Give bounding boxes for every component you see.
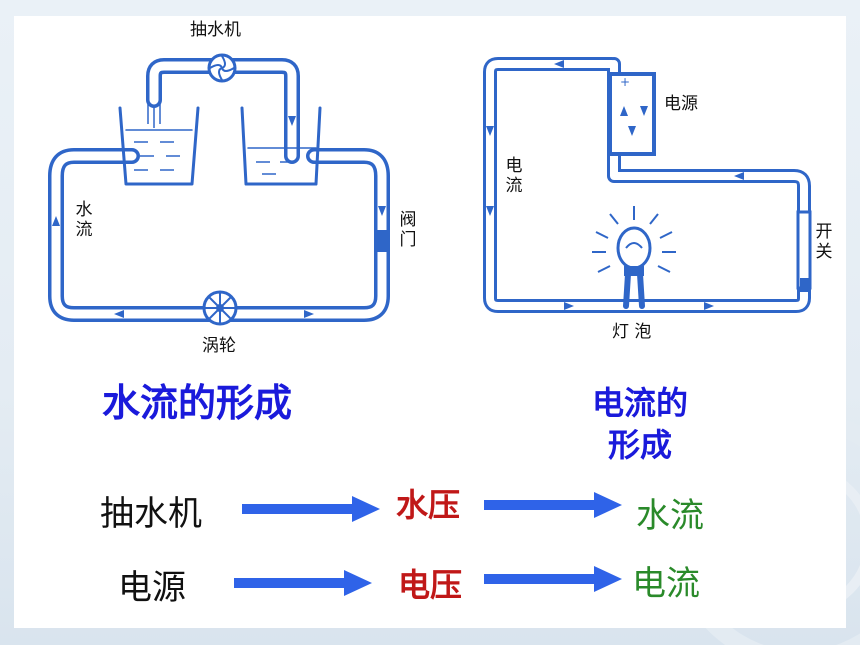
bulb-label: 灯 泡 (612, 322, 652, 342)
right-tank (240, 106, 322, 186)
switch-label: 开关 (815, 222, 833, 262)
turbine-icon (202, 290, 238, 326)
valve-label: 阀门 (399, 210, 417, 250)
current-label: 电流 (505, 156, 523, 196)
power-source-label: 电源 (664, 94, 698, 114)
row2-effect: 电流 (632, 564, 700, 604)
row1-arrow-1 (242, 496, 380, 522)
left-tank (118, 106, 200, 186)
turbine-label: 涡轮 (202, 336, 236, 356)
row1-middle: 水压 (396, 486, 461, 524)
bulb-icon (616, 226, 652, 276)
row1-arrow-2 (484, 492, 622, 518)
row2-arrow-1 (234, 570, 372, 596)
row2-cause: 电源 (118, 568, 186, 608)
water-system-diagram (48, 53, 390, 326)
valve-icon (374, 230, 390, 252)
current-formation-title-line2: 形成 (608, 426, 673, 464)
switch-icon (796, 210, 812, 290)
row1-cause: 抽水机 (100, 494, 202, 534)
water-flow-label: 水流 (75, 200, 93, 240)
power-source-icon (608, 72, 656, 156)
current-formation-title-line1: 电流的 (592, 384, 689, 422)
pump-label: 抽水机 (190, 20, 241, 40)
svg-text:+: + (620, 75, 630, 89)
row2-arrow-2 (484, 566, 622, 592)
circuit-diagram: + (483, 57, 812, 313)
row2-middle: 电压 (398, 566, 463, 604)
row1-effect: 水流 (636, 496, 704, 536)
slide: + (14, 16, 846, 628)
pump-icon (207, 53, 237, 83)
water-formation-title: 水流的形成 (102, 381, 293, 425)
